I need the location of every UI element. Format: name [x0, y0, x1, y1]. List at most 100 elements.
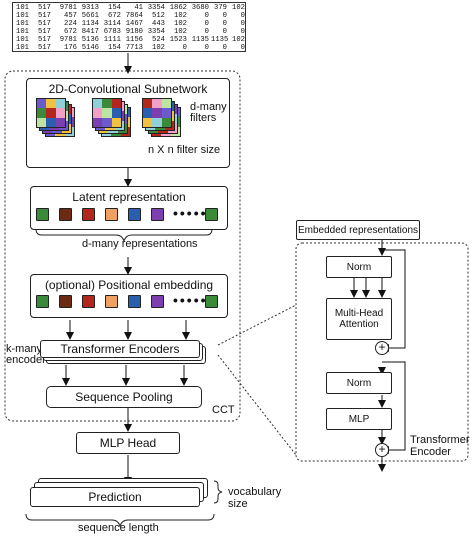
- token-cell: 5661: [81, 12, 99, 20]
- token-cell: 5136: [81, 36, 99, 44]
- token-cell: 3354: [147, 28, 165, 36]
- multi-head-attention-label: Multi-Head Attention: [334, 308, 384, 330]
- transformer-encoders-label: Transformer Encoders: [60, 342, 180, 356]
- filter-cell: [37, 99, 47, 109]
- positional-title: (optional) Positional embedding: [44, 278, 214, 292]
- filter-cell: [55, 117, 65, 127]
- token-cell: 41: [134, 4, 143, 12]
- token-cell: 101: [16, 28, 29, 36]
- filter-cell: [143, 117, 153, 127]
- token-cell: 6783: [103, 28, 121, 36]
- token-cell: 0: [240, 44, 245, 52]
- positional-square: [105, 295, 118, 308]
- positional-square: [128, 295, 141, 308]
- token-cell: 0: [222, 12, 227, 20]
- mlp-label: MLP: [348, 413, 370, 425]
- prediction-box: Prediction: [30, 487, 200, 507]
- ellipsis: •••••: [173, 205, 208, 221]
- sequence-pooling-box: Sequence Pooling: [46, 386, 202, 408]
- token-cell: 1523: [169, 36, 187, 44]
- ellipsis: •••••: [173, 292, 208, 308]
- token-cell: 0: [204, 20, 209, 28]
- latent-title: Latent representation: [72, 190, 186, 204]
- positional-square: [82, 295, 95, 308]
- token-cell: 102: [232, 36, 245, 44]
- latent-square: [128, 208, 141, 221]
- token-cell: 0: [240, 20, 245, 28]
- latent-square: [151, 208, 164, 221]
- token-cell: 672: [64, 28, 77, 36]
- token-cell: 0: [240, 12, 245, 20]
- latent-brace: [35, 228, 213, 243]
- token-cell: 0: [222, 20, 227, 28]
- latent-square: [36, 208, 49, 221]
- latent-square: [82, 208, 95, 221]
- token-cell: 1467: [125, 20, 143, 28]
- token-cell: 102: [174, 12, 187, 20]
- token-cell: 154: [108, 44, 121, 52]
- token-cell: 517: [38, 4, 51, 12]
- token-cell: 517: [38, 44, 51, 52]
- token-cell: 102: [174, 20, 187, 28]
- token-cell: 9781: [59, 4, 77, 12]
- token-cell: 154: [108, 4, 121, 12]
- filter-cell: [37, 108, 47, 118]
- filter-cell: [111, 108, 121, 118]
- token-cell: 0: [204, 28, 209, 36]
- filter-cell: [161, 99, 171, 109]
- norm2-label: Norm: [346, 377, 372, 389]
- filter-cell: [93, 99, 103, 109]
- token-cell: 8417: [81, 28, 99, 36]
- token-cell: 1862: [169, 4, 187, 12]
- positional-square: [36, 295, 49, 308]
- token-cell: 512: [152, 12, 165, 20]
- token-cell: 517: [38, 12, 51, 20]
- filter-cell: [93, 108, 103, 118]
- token-cell: 379: [214, 4, 227, 12]
- token-cell: 9313: [81, 4, 99, 12]
- latent-square: [205, 208, 218, 221]
- filter-cell: [161, 108, 171, 118]
- token-cell: 102: [174, 28, 187, 36]
- mlp-box: MLP: [326, 408, 392, 430]
- token-cell: 101: [16, 36, 29, 44]
- token-cell: 102: [232, 4, 245, 12]
- embedded-representations-box: Embedded representations: [296, 220, 420, 240]
- token-cell: 1156: [125, 36, 143, 44]
- filter-size-label: n X n filter size: [148, 144, 221, 156]
- multi-head-attention-box: Multi-Head Attention: [326, 298, 392, 340]
- token-cell: 443: [152, 20, 165, 28]
- vocab-size-label: vocabulary size: [228, 486, 282, 510]
- latent-square: [59, 208, 72, 221]
- token-cell: 1135: [211, 36, 229, 44]
- token-cell: 101: [16, 4, 29, 12]
- token-cell: 0: [222, 44, 227, 52]
- filter-cell: [152, 117, 162, 127]
- filter-cell: [152, 108, 162, 118]
- token-cell: 3354: [147, 4, 165, 12]
- filter-cell: [55, 99, 65, 109]
- filter-cell: [143, 108, 153, 118]
- token-cell: 1135: [191, 36, 209, 44]
- token-cell: 101: [16, 44, 29, 52]
- mlp-head-box: MLP Head: [76, 432, 180, 454]
- token-cell: 0: [182, 44, 187, 52]
- token-cell: 0: [204, 12, 209, 20]
- token-cell: 5146: [81, 44, 99, 52]
- token-cell: 517: [38, 28, 51, 36]
- filter-cell: [46, 117, 56, 127]
- norm1-box: Norm: [326, 256, 392, 278]
- token-cell: 9781: [59, 36, 77, 44]
- token-cell: 524: [152, 36, 165, 44]
- transformer-encoder-title: Transformer Encoder: [410, 434, 470, 458]
- cct-label: CCT: [212, 404, 235, 416]
- filter-cell: [46, 108, 56, 118]
- token-cell: 0: [222, 28, 227, 36]
- seq-len-brace: [25, 513, 215, 528]
